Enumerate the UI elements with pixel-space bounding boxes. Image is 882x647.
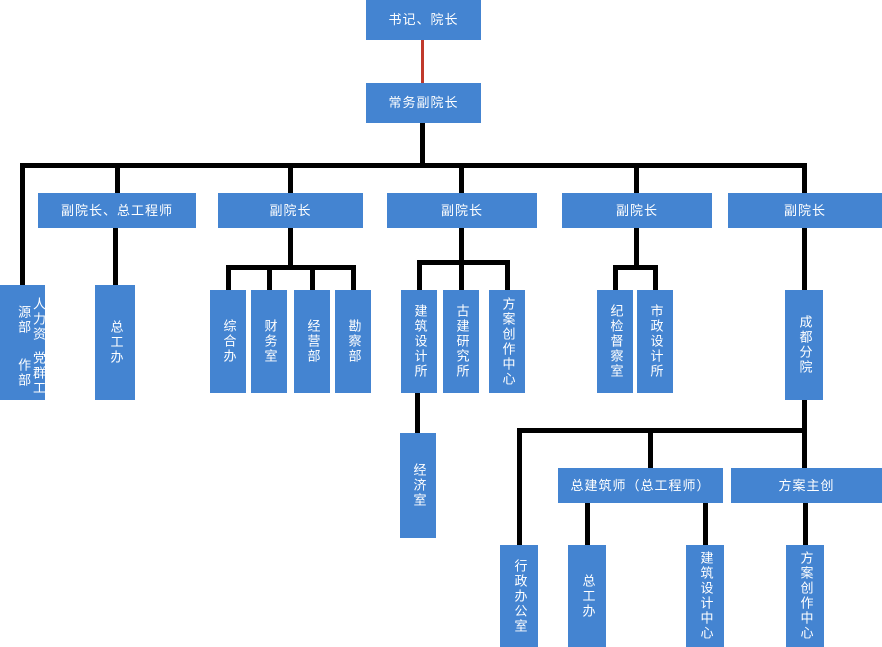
node-label: 副院长、总工程师 [60, 202, 173, 218]
node-label-party: 党群工作部 [16, 350, 46, 396]
connector-adi-to-economics-office [415, 393, 420, 433]
node-architectural-design-institute[interactable]: 建筑设计所 [401, 290, 437, 393]
connector-vd4-stem [634, 228, 639, 265]
node-label-hr: 人力资源部 [16, 297, 46, 343]
connector-vd4-drop-2 [653, 265, 658, 290]
connector-vd2-drop-4 [351, 265, 356, 290]
node-label: 总建筑师（总工程师） [570, 477, 711, 493]
connector-vd2-drop-2 [267, 265, 272, 290]
node-label: 古建研究所 [454, 304, 470, 379]
node-label: 经营部 [305, 319, 321, 364]
node-branch-chief-engineer-office[interactable]: 总工办 [568, 545, 606, 647]
connector-chengdu-bus [517, 428, 807, 433]
connector-chengdu-stem [802, 400, 807, 428]
node-label: 总工办 [580, 573, 596, 619]
node-ancient-architecture-research-institute[interactable]: 古建研究所 [443, 290, 479, 393]
connector-bus-to-vice-dean-4 [634, 163, 639, 193]
node-hr-and-party-dept[interactable]: 人力资源部 党群工作部 [0, 285, 46, 400]
connector-vd5-to-chengdu-branch [802, 228, 807, 290]
connector-executive-stem [420, 123, 425, 163]
connector-bus-to-vice-dean-5 [802, 163, 807, 193]
node-label: 行政办公室 [512, 558, 528, 634]
node-vice-dean-3[interactable]: 副院长 [387, 193, 537, 228]
connector-chengdu-drop-chief-architect [648, 428, 653, 468]
node-executive-vice-dean[interactable]: 常务副院长 [366, 83, 481, 123]
node-label: 综合办 [221, 319, 237, 364]
node-architectural-design-center[interactable]: 建筑设计中心 [686, 545, 724, 647]
node-label: 副院长 [269, 202, 312, 218]
node-label: 建筑设计中心 [698, 551, 714, 641]
connector-bus-to-hr-dept [20, 163, 25, 285]
connector-chengdu-drop-scheme-lead [802, 428, 807, 468]
node-scheme-creation-center[interactable]: 方案创作中心 [489, 290, 525, 393]
node-chief-architect[interactable]: 总建筑师（总工程师） [558, 468, 723, 503]
node-vice-dean-4[interactable]: 副院长 [562, 193, 712, 228]
connector-bus-to-vice-dean-3 [459, 163, 464, 193]
node-label: 财务室 [262, 319, 278, 364]
node-secretary-dean[interactable]: 书记、院长 [366, 0, 481, 40]
connector-vd2-drop-1 [226, 265, 231, 290]
node-business-dept[interactable]: 经营部 [294, 290, 330, 393]
connector-bus-to-vice-dean-1 [115, 163, 120, 193]
connector-scheme-lead-to-creation-center [803, 503, 808, 545]
node-chief-engineer-office[interactable]: 总工办 [95, 285, 135, 400]
node-general-office[interactable]: 综合办 [210, 290, 246, 393]
node-label: 建筑设计所 [412, 304, 428, 379]
node-discipline-inspection-office[interactable]: 纪检督察室 [597, 290, 633, 393]
connector-vd4-drop-1 [613, 265, 618, 290]
node-label: 方案创作中心 [500, 296, 516, 387]
node-label: 方案创作中心 [798, 551, 814, 641]
node-label: 副院长 [783, 202, 826, 218]
node-vice-dean-2[interactable]: 副院长 [218, 193, 363, 228]
connector-chief-architect-to-design-center [703, 503, 708, 545]
node-scheme-lead-designer[interactable]: 方案主创 [731, 468, 882, 503]
node-municipal-design-institute[interactable]: 市政设计所 [637, 290, 673, 393]
connector-vd2-stem [288, 228, 293, 265]
node-label: 书记、院长 [388, 12, 459, 28]
node-economics-office[interactable]: 经济室 [400, 433, 436, 538]
node-finance-office[interactable]: 财务室 [251, 290, 287, 393]
node-label: 方案主创 [778, 477, 835, 493]
node-label: 副院长 [615, 202, 658, 218]
connector-secretary-to-executive [421, 40, 424, 83]
node-label: 市政设计所 [648, 304, 664, 379]
node-label: 常务副院长 [388, 95, 459, 111]
node-chengdu-branch[interactable]: 成都分院 [785, 290, 823, 400]
connector-vd3-stem [459, 228, 464, 260]
connector-vd4-bus [613, 265, 658, 270]
node-label: 成都分院 [797, 315, 813, 375]
node-survey-dept[interactable]: 勘察部 [335, 290, 371, 393]
node-branch-scheme-creation-center[interactable]: 方案创作中心 [786, 545, 824, 647]
node-vice-dean-chief-engineer[interactable]: 副院长、总工程师 [38, 193, 196, 228]
node-label: 经济室 [411, 463, 427, 508]
node-label: 纪检督察室 [608, 304, 624, 379]
node-label: 勘察部 [346, 319, 362, 364]
connector-bus-to-vice-dean-2 [288, 163, 293, 193]
connector-vd2-drop-3 [310, 265, 315, 290]
connector-vd3-drop-2 [459, 260, 464, 290]
node-vice-dean-5[interactable]: 副院长 [728, 193, 882, 228]
node-label: 总工办 [108, 320, 124, 365]
connector-vd2-bus [226, 265, 356, 270]
connector-chief-architect-to-eng-office [585, 503, 590, 545]
node-administrative-office[interactable]: 行政办公室 [500, 545, 538, 647]
connector-main-bus [20, 163, 806, 168]
connector-chengdu-drop-admin [517, 428, 522, 545]
connector-vd3-drop-1 [417, 260, 422, 290]
connector-vd1-to-chief-engineer-office [113, 228, 118, 285]
node-label: 副院长 [440, 202, 483, 218]
connector-vd3-drop-3 [505, 260, 510, 290]
